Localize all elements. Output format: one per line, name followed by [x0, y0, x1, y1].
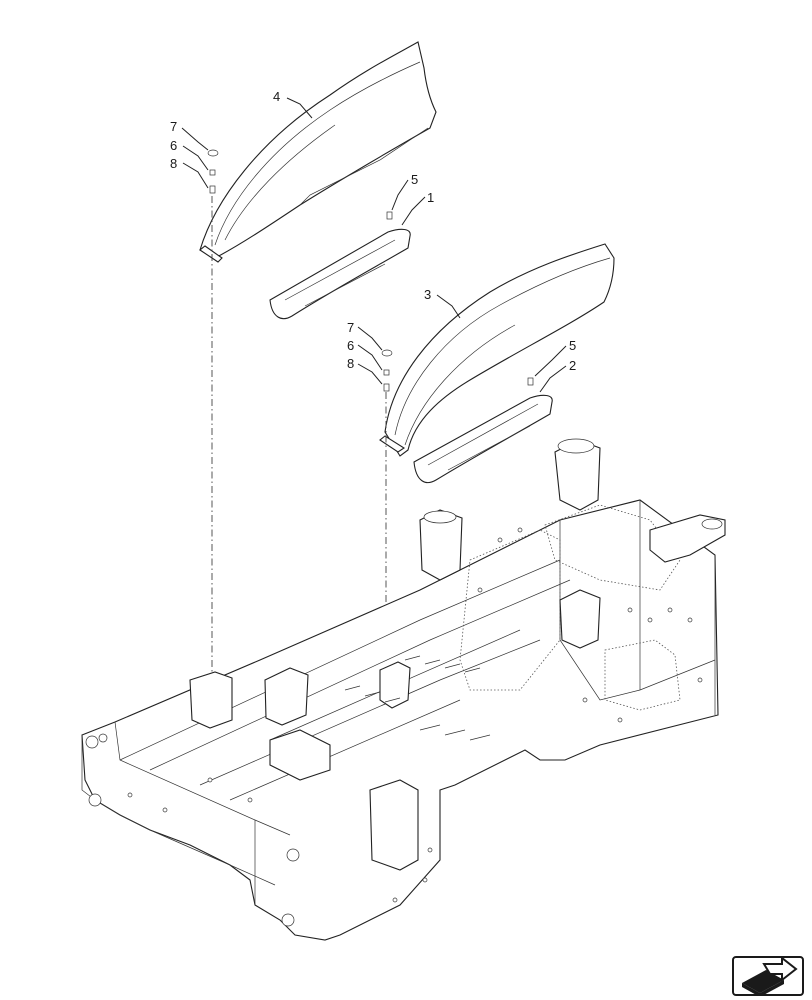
callout-8-upper: 8 — [170, 156, 177, 171]
leader-lines — [181, 97, 567, 393]
callout-5-lower: 5 — [569, 338, 576, 353]
callout-7-upper: 7 — [170, 119, 177, 134]
hardware-upper — [207, 149, 393, 220]
callout-5-upper: 5 — [411, 172, 418, 187]
callout-labels: 4 7 6 8 5 1 3 7 6 8 5 2 — [170, 89, 576, 373]
callout-6-lower: 6 — [347, 338, 354, 353]
fender-part-4 — [199, 41, 437, 263]
footstep-part-2 — [413, 394, 553, 484]
tractor-frame — [81, 438, 726, 941]
next-page-arrow-icon[interactable] — [732, 956, 804, 996]
callout-4: 4 — [273, 89, 280, 104]
callout-8-lower: 8 — [347, 356, 354, 371]
callout-1: 1 — [427, 190, 434, 205]
footstep-part-1 — [269, 228, 411, 320]
hardware-lower — [381, 349, 534, 392]
callout-3: 3 — [424, 287, 431, 302]
callout-6-upper: 6 — [170, 138, 177, 153]
alignment-lines — [211, 196, 387, 790]
callout-7-lower: 7 — [347, 320, 354, 335]
callout-2: 2 — [569, 358, 576, 373]
